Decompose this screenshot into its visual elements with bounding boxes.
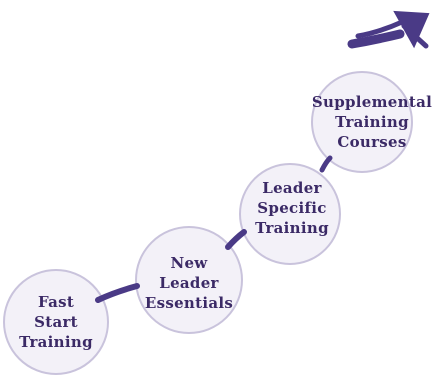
connector-3 — [319, 155, 333, 173]
step-line: Training — [335, 113, 409, 131]
connector-1 — [95, 283, 140, 303]
step-line: Leader — [262, 179, 322, 197]
step-circle-supplemental — [311, 71, 413, 173]
arrow-up-right-icon — [347, 10, 430, 49]
step-line: Essentials — [144, 294, 234, 312]
step-line: Leader — [159, 274, 219, 292]
step-line: Courses — [337, 133, 407, 151]
step-line: Training — [19, 333, 93, 351]
step-line: Start — [34, 313, 78, 331]
step-circle-fast-start — [3, 269, 109, 375]
step-line: Specific — [257, 199, 327, 217]
step-label-supplemental: Supplemental Training Courses — [308, 92, 436, 152]
step-label-new-leader: New Leader Essentials — [134, 253, 244, 313]
step-line: Fast — [37, 293, 75, 311]
step-label-fast-start: Fast Start Training — [14, 292, 98, 352]
step-circles — [3, 71, 413, 375]
step-circle-leader-specific — [239, 163, 341, 265]
connectors — [95, 155, 333, 303]
connector-2 — [225, 229, 247, 250]
step-circle-new-leader — [135, 226, 243, 334]
step-line: Training — [255, 219, 329, 237]
step-line: Supplemental — [311, 93, 433, 111]
step-label-leader-specific: Leader Specific Training — [244, 178, 340, 238]
step-line: New — [170, 254, 208, 272]
